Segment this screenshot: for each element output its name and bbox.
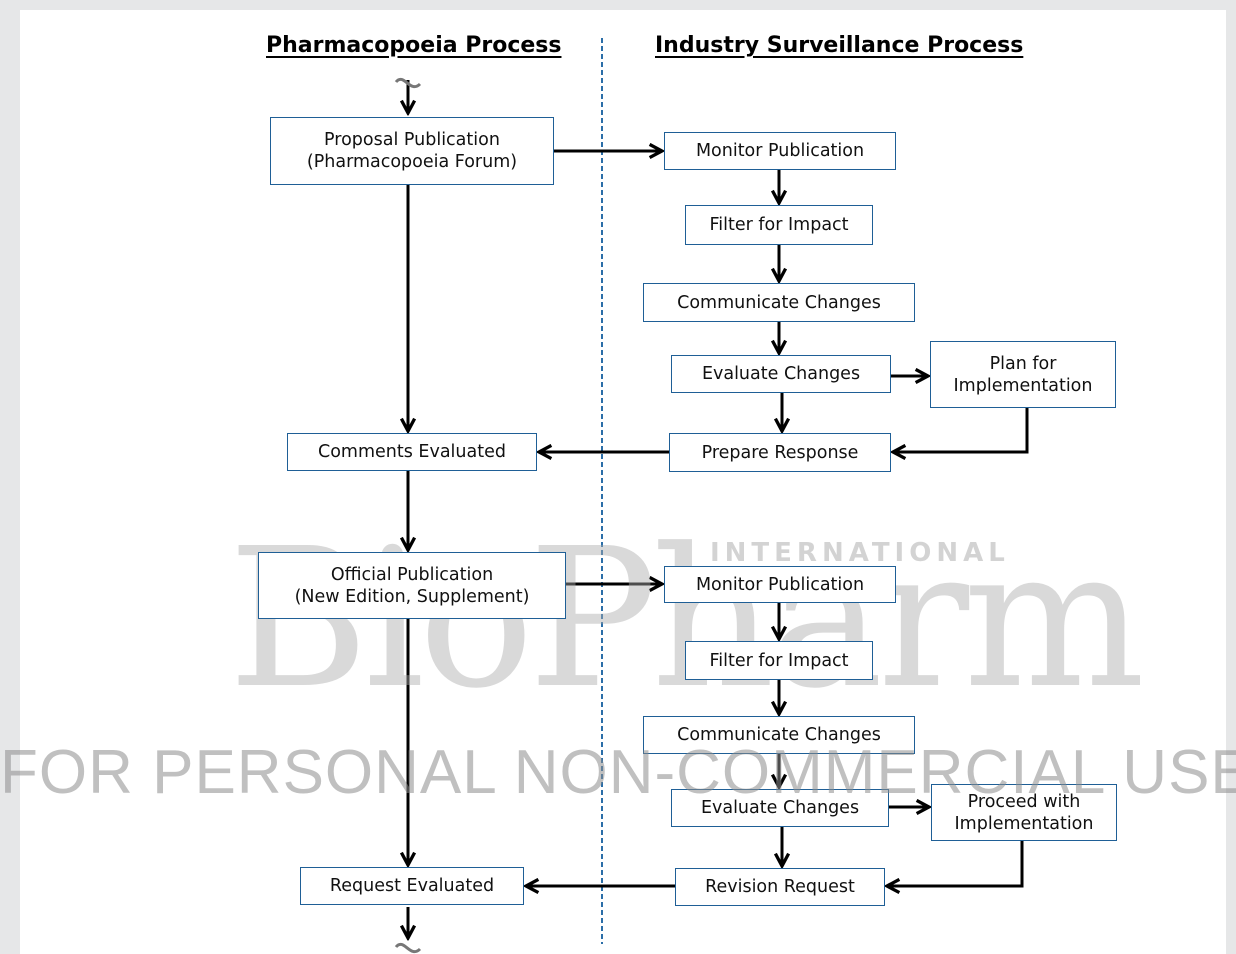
node-filter1-line-1: Filter for Impact (709, 215, 849, 235)
node-proceed-line-1: Proceed with (967, 791, 1081, 812)
node-prepare: Prepare Response (669, 433, 891, 472)
node-proposal-line-1: Proposal Publication (324, 130, 500, 150)
node-monitor1: Monitor Publication (664, 132, 896, 170)
node-request-line-1: Request Evaluated (329, 876, 495, 896)
node-evaluate2: Evaluate Changes (671, 789, 889, 827)
node-official-line-2: (New Edition, Supplement) (294, 586, 530, 607)
node-proposal: Proposal Publication(Pharmacopoeia Forum… (270, 117, 554, 185)
continuation-bottom (394, 907, 422, 953)
node-comments: Comments Evaluated (287, 433, 537, 471)
arrow-proceed-to-revision (887, 841, 1024, 886)
continuation-top (394, 78, 422, 113)
node-monitor2: Monitor Publication (664, 566, 896, 603)
node-evaluate1: Evaluate Changes (671, 355, 891, 393)
node-revision-line-1: Revision Request (705, 877, 855, 897)
node-proceed-line-2: Implementation (954, 813, 1094, 834)
node-communicate1-line-1: Communicate Changes (677, 292, 881, 313)
node-communicate1: Communicate Changes (643, 283, 915, 322)
node-filter2: Filter for Impact (685, 641, 873, 680)
node-monitor1-line-1: Monitor Publication (695, 141, 865, 161)
heading-pharmacopoeia-process: Pharmacopoeia Process (266, 33, 562, 58)
node-filter2-line-1: Filter for Impact (709, 650, 849, 671)
node-request: Request Evaluated (300, 867, 524, 905)
arrow-plan-to-prepare (893, 408, 1029, 452)
node-official: Official Publication(New Edition, Supple… (258, 552, 566, 619)
node-plan-line-1: Plan for (989, 353, 1057, 374)
node-communicate2-line-1: Communicate Changes (677, 725, 881, 745)
heading-industry-surveillance-process: Industry Surveillance Process (655, 33, 1024, 58)
node-prepare-line-1: Prepare Response (701, 442, 859, 463)
watermark-logo-subtitle: INTERNATIONAL (710, 538, 1010, 568)
node-filter1: Filter for Impact (685, 205, 873, 245)
node-comments-line-1: Comments Evaluated (318, 442, 506, 462)
node-monitor2-line-1: Monitor Publication (695, 574, 865, 595)
node-evaluate2-line-1: Evaluate Changes (700, 798, 860, 818)
watermark-notice: FOR PERSONAL NON-COMMERCIAL USE (0, 738, 1236, 807)
node-official-line-1: Official Publication (330, 564, 494, 585)
node-communicate2: Communicate Changes (643, 716, 915, 754)
node-revision: Revision Request (675, 868, 885, 906)
node-proposal-line-2: (Pharmacopoeia Forum) (306, 152, 518, 172)
node-plan-line-2: Implementation (953, 375, 1093, 396)
node-evaluate1-line-1: Evaluate Changes (701, 364, 861, 384)
